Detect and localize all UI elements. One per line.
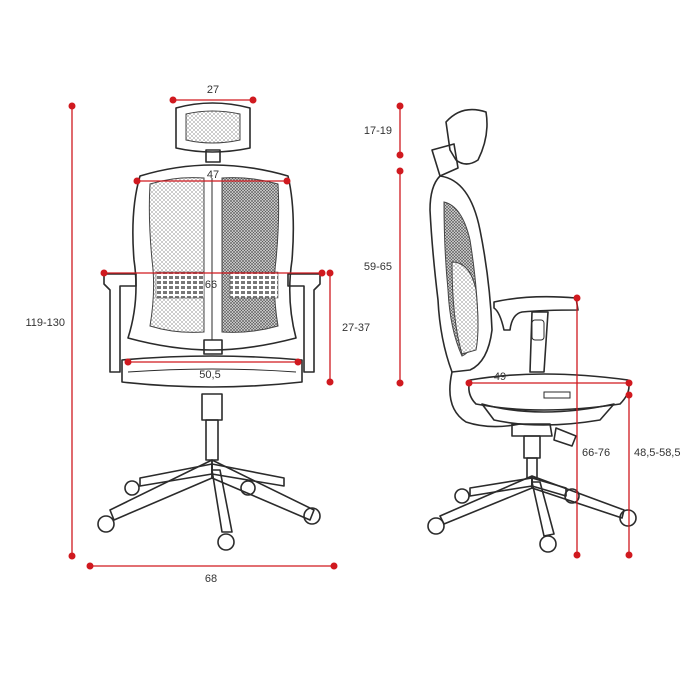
dim-seat-depth: 49 <box>465 371 633 387</box>
front-seat <box>121 355 303 388</box>
front-backrest-frame <box>127 164 297 351</box>
front-lumbar-left <box>155 271 205 299</box>
front-view-chair <box>97 102 321 551</box>
front-backrest-mesh-right <box>221 177 280 333</box>
side-base-leg-front <box>531 481 555 537</box>
side-caster-4 <box>454 488 470 504</box>
label-base-width: 68 <box>205 573 217 585</box>
front-armrest-left <box>103 273 137 373</box>
side-seat-lever <box>543 391 571 399</box>
label-seat-width: 50,5 <box>199 369 220 381</box>
front-caster-5 <box>240 480 256 496</box>
side-seat <box>468 373 630 411</box>
front-gas-lift-top <box>201 393 223 421</box>
label-backrest-height: 59-65 <box>364 261 392 273</box>
front-caster-3 <box>217 533 235 551</box>
label-backrest-width: 47 <box>207 169 219 181</box>
side-view-chair <box>427 108 637 553</box>
front-caster-2 <box>303 507 321 525</box>
dim-armrest-span: 66 <box>100 269 326 291</box>
label-headrest-width: 27 <box>207 84 219 96</box>
side-armrest-post <box>529 311 549 373</box>
side-caster-1 <box>427 517 445 535</box>
side-armrest-button <box>531 319 545 341</box>
front-seat-edge <box>127 368 297 373</box>
side-base-leg-left <box>439 475 533 525</box>
side-mechanism <box>511 423 553 437</box>
side-backrest-frame <box>429 175 493 373</box>
dim-total-height: 119-130 <box>25 102 76 560</box>
front-caster-1 <box>97 515 115 533</box>
dim-backrest-width: 47 <box>133 169 291 185</box>
side-headrest-link <box>431 143 459 177</box>
label-armrest-height: 27-37 <box>342 322 370 334</box>
label-armrest-floor-height: 66-76 <box>582 447 610 459</box>
side-lumbar <box>451 261 479 355</box>
side-tilt-knob <box>553 427 577 447</box>
front-caster-4 <box>124 480 140 496</box>
dim-seat-floor-height: 48,5-58,5 <box>625 391 680 559</box>
side-gas-lift <box>526 457 538 479</box>
dim-backrest-height: 59-65 <box>364 167 404 387</box>
front-gas-lift <box>205 419 219 461</box>
dim-armrest-floor-height: 66-76 <box>573 294 610 559</box>
front-headrest-mesh <box>185 110 241 144</box>
dim-headrest-width: 27 <box>169 84 257 104</box>
label-seat-floor-height: 48,5-58,5 <box>634 447 680 459</box>
front-headrest <box>175 102 251 153</box>
front-back-bracket <box>203 339 223 355</box>
front-headrest-post <box>205 149 221 163</box>
dim-armrest-height: 27-37 <box>326 269 370 386</box>
side-caster-2 <box>619 509 637 527</box>
dim-base-width: 68 <box>86 562 338 585</box>
front-armrest-right <box>287 273 321 373</box>
label-total-height: 119-130 <box>25 317 65 329</box>
side-back-support <box>449 371 521 428</box>
front-base-leg-back-right <box>211 463 285 487</box>
side-base-leg-back-right <box>531 477 567 497</box>
front-backrest-mesh-left <box>148 177 205 333</box>
label-armrest-span: 66 <box>205 279 217 291</box>
front-lumbar-right <box>229 271 279 299</box>
front-base-leg-front <box>211 469 233 533</box>
side-headrest <box>445 108 488 165</box>
side-caster-5 <box>564 488 580 504</box>
dim-headrest-height: 17-19 <box>364 102 404 159</box>
label-headrest-height: 17-19 <box>364 125 392 137</box>
side-gas-lift-top <box>523 435 541 459</box>
label-seat-depth: 49 <box>494 371 506 383</box>
side-armrest-pad <box>493 295 579 331</box>
side-caster-3 <box>539 535 557 553</box>
dim-seat-width: 50,5 <box>124 358 302 381</box>
